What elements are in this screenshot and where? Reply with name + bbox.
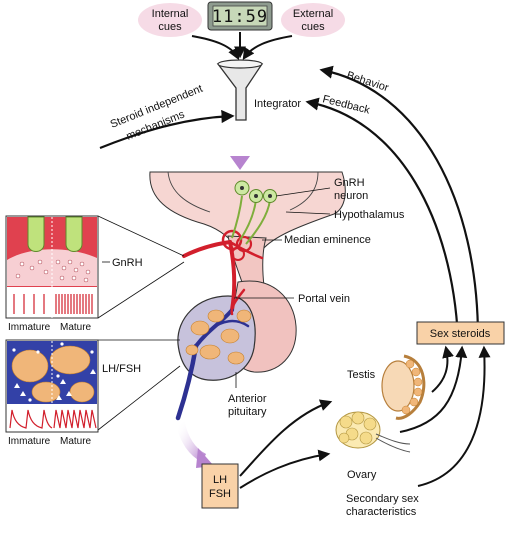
behavior-label: Behavior (345, 69, 390, 94)
portal-vein-label: Portal vein (298, 293, 350, 305)
external-cues-bubble (281, 3, 345, 37)
internal-cues-bubble (138, 3, 202, 37)
inset1-connector-bottom (97, 261, 185, 319)
gnrh-neuron-label-line2: neuron (334, 190, 368, 202)
gnrh-neuron-leader (275, 187, 331, 197)
lh-fsh-box-line1: LH (213, 474, 227, 486)
anterior-pituitary-shape (177, 295, 256, 381)
lhfsh-to-ovary-arrow (239, 449, 331, 489)
lh-fsh-inset (5, 339, 99, 433)
anterior-pituitary-label-line1: Anterior (228, 393, 267, 405)
ovary-icon (335, 411, 411, 453)
ovary-label: Ovary (347, 469, 377, 481)
funnel-icon (216, 59, 264, 121)
gnrh-neurons (231, 180, 277, 245)
testis-icon (381, 354, 426, 420)
anterior-pituitary-label-line2: pituitary (228, 406, 267, 418)
gnrh-inset (5, 215, 99, 319)
inset1-immature-label: Immature (8, 322, 51, 333)
anterior-pituitary-cells (185, 309, 252, 365)
secondary-to-steroids-arrow (417, 345, 491, 487)
testis-label: Testis (347, 369, 376, 381)
median-eminence-label: Median eminence (284, 234, 371, 246)
feedback-arrow (305, 97, 460, 339)
inset2-immature-label: Immature (8, 436, 51, 447)
gnrh-neuron-label-line1: GnRH (334, 177, 365, 189)
secondary-sex-label-line1: Secondary sex (346, 493, 419, 505)
external-cues-arrow (242, 35, 293, 60)
clock-display: 11:59 (212, 7, 268, 27)
clock: 11:59 (207, 1, 273, 31)
pituitary-to-lhfsh-arrowhead (196, 448, 214, 468)
inset1-mature-label: Mature (60, 322, 92, 333)
sex-steroids-box-label: Sex steroids (430, 328, 491, 340)
secondary-sex-label-line2: characteristics (346, 506, 417, 518)
lh-fsh-inset-label: LH/FSH (102, 363, 141, 375)
external-cues-label-line1: External (293, 8, 333, 20)
inset1-connector-top (97, 215, 185, 257)
hypothalamus-label: Hypothalamus (334, 209, 405, 221)
internal-cues-arrow (191, 35, 240, 61)
behavior-arrow (319, 65, 480, 339)
ovary-to-steroids-arrow (399, 345, 468, 433)
inset2-connector-bottom (97, 365, 181, 431)
lhfsh-to-testis-arrow (239, 399, 333, 477)
hypothalamus-leader (285, 211, 331, 215)
integrator-label: Integrator (254, 98, 301, 110)
testis-to-steroids-arrow (431, 345, 454, 393)
internal-cues-label-line1: Internal (152, 8, 189, 20)
internal-cues-label-line2: cues (158, 21, 182, 33)
steroid-independent-arrow (99, 109, 235, 150)
inset2-mature-label: Mature (60, 436, 92, 447)
lh-fsh-box: LH FSH (201, 463, 239, 509)
external-cues-label-line2: cues (301, 21, 325, 33)
gnrh-label: GnRH (112, 257, 143, 269)
lh-fsh-box-line2: FSH (209, 488, 231, 500)
sex-steroids-box: Sex steroids (416, 321, 505, 345)
feedback-label: Feedback (321, 93, 371, 116)
integrator-down-arrowhead (230, 156, 250, 170)
